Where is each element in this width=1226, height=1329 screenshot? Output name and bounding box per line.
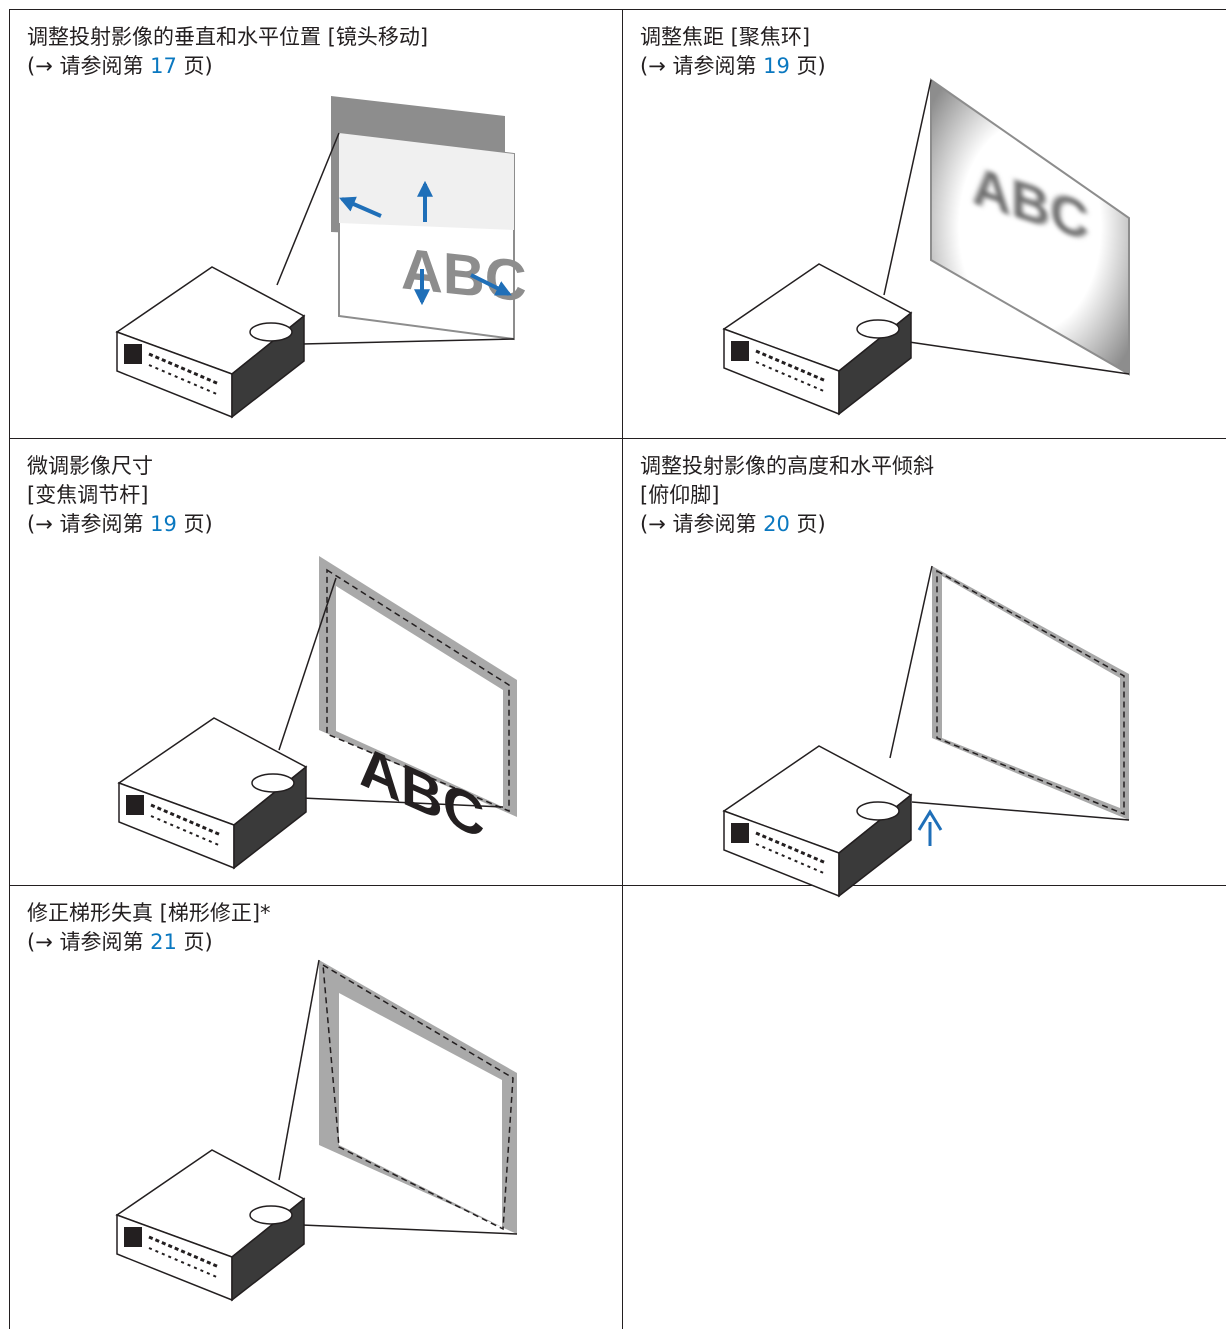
ref-suffix: 页) xyxy=(789,54,826,78)
panel-caption: 修正梯形失真 [梯形修正]* (→ 请参阅第 21 页) xyxy=(27,899,271,957)
zoom-illustration: ABC xyxy=(117,556,517,870)
page-link-20[interactable]: 20 xyxy=(763,512,790,536)
keystone-inner xyxy=(339,993,502,1227)
lens-shift-illustration: ABC xyxy=(115,96,527,419)
arrow-up-icon xyxy=(917,809,943,846)
zoom-inner-screen xyxy=(336,586,503,807)
caption-reference: (→ 请参阅第 17 页) xyxy=(27,52,428,81)
ref-prefix: (→ 请参阅第 xyxy=(640,512,764,536)
row-divider-2 xyxy=(9,885,1226,886)
tilt-screen xyxy=(942,576,1120,808)
caption-subtitle: [变焦调节杆] xyxy=(27,483,149,507)
ref-suffix: 页) xyxy=(176,54,213,78)
focus-illustration: ABC xyxy=(722,78,1130,416)
caption-subtitle: [俯仰脚] xyxy=(640,483,720,507)
ref-suffix: 页) xyxy=(176,930,213,954)
caption-title: 修正梯形失真 [梯形修正]* xyxy=(27,901,271,925)
caption-reference: (→ 请参阅第 19 页) xyxy=(640,52,826,81)
keystone-illustration xyxy=(115,959,518,1302)
ref-prefix: (→ 请参阅第 xyxy=(27,54,151,78)
projector-icon xyxy=(115,266,306,419)
page-link-21[interactable]: 21 xyxy=(150,930,177,954)
projector-icon xyxy=(117,717,308,870)
caption-reference: (→ 请参阅第 21 页) xyxy=(27,928,271,957)
ref-suffix: 页) xyxy=(176,512,213,536)
row-divider-1 xyxy=(9,438,1226,439)
caption-title: 调整投射影像的垂直和水平位置 [镜头移动] xyxy=(27,25,429,49)
arrow-left-icon xyxy=(339,196,382,218)
panel-zoom: 微调影像尺寸 [变焦调节杆] (→ 请参阅第 19 页) ABC xyxy=(9,438,622,885)
ref-suffix: 页) xyxy=(789,512,826,536)
screen-text: ABC xyxy=(401,236,527,314)
caption-reference: (→ 请参阅第 20 页) xyxy=(640,510,934,539)
caption-title: 调整投射影像的高度和水平倾斜 xyxy=(640,454,934,478)
projector-icon xyxy=(722,263,913,416)
panel-tilt-foot: 调整投射影像的高度和水平倾斜 [俯仰脚] (→ 请参阅第 20 页) xyxy=(622,438,1226,898)
tilt-illustration xyxy=(722,565,1130,898)
caption-reference: (→ 请参阅第 19 页) xyxy=(27,510,213,539)
panel-caption: 微调影像尺寸 [变焦调节杆] (→ 请参阅第 19 页) xyxy=(27,452,213,539)
panel-caption: 调整焦距 [聚焦环] (→ 请参阅第 19 页) xyxy=(640,23,826,81)
ref-prefix: (→ 请参阅第 xyxy=(27,512,151,536)
ref-prefix: (→ 请参阅第 xyxy=(27,930,151,954)
caption-title: 微调影像尺寸 xyxy=(27,454,153,478)
caption-title: 调整焦距 [聚焦环] xyxy=(640,25,811,49)
column-divider xyxy=(622,9,623,1329)
ref-prefix: (→ 请参阅第 xyxy=(640,54,764,78)
panel-focus: 调整焦距 [聚焦环] (→ 请参阅第 19 页) ABC xyxy=(622,9,1226,438)
page-link-19[interactable]: 19 xyxy=(150,512,177,536)
panel-keystone: 修正梯形失真 [梯形修正]* (→ 请参阅第 21 页) xyxy=(9,885,622,1329)
panel-caption: 调整投射影像的垂直和水平位置 [镜头移动] (→ 请参阅第 17 页) xyxy=(27,23,428,81)
page-link-19[interactable]: 19 xyxy=(763,54,790,78)
page-link-17[interactable]: 17 xyxy=(150,54,177,78)
panel-caption: 调整投射影像的高度和水平倾斜 [俯仰脚] (→ 请参阅第 20 页) xyxy=(640,452,934,539)
projector-icon xyxy=(722,745,913,898)
panel-empty xyxy=(622,885,1226,1329)
figure-table xyxy=(9,9,1226,1329)
panel-lens-shift: 调整投射影像的垂直和水平位置 [镜头移动] (→ 请参阅第 17 页) ABC xyxy=(9,9,622,438)
arrow-right-icon xyxy=(470,273,512,296)
projector-icon xyxy=(115,1149,306,1302)
